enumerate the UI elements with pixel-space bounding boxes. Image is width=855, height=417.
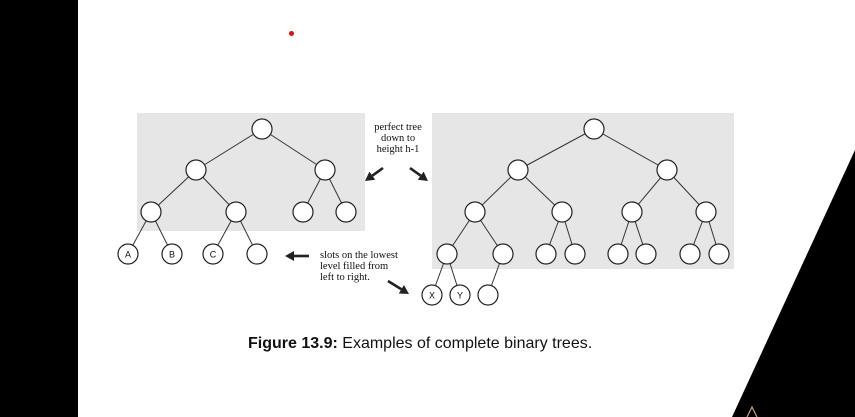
- left-tree-node: [246, 243, 268, 265]
- right-tree-node: [507, 159, 529, 181]
- left-tree-node: [251, 118, 273, 140]
- right-tree-node: [695, 201, 717, 223]
- left-tree-node: [117, 243, 139, 265]
- perfect-tree-note-line-2: down to: [380, 133, 416, 144]
- left-tree-node: [292, 201, 314, 223]
- right-tree-node: [449, 284, 471, 306]
- right-tree-node: [421, 284, 443, 306]
- right-tree-node: [492, 243, 514, 265]
- slanted-band: [732, 150, 855, 417]
- left-tree-node: [202, 243, 224, 265]
- left-tree-edge: [195, 128, 263, 171]
- right-tree-node: [656, 159, 678, 181]
- left-tree-node: [225, 201, 247, 223]
- right-tree-node: [708, 243, 730, 265]
- right-tree-node: [477, 284, 499, 306]
- right-tree-node: [464, 201, 486, 223]
- right-tree-node: [551, 201, 573, 223]
- right-tree-node: [621, 201, 643, 223]
- right-tree-node: [436, 243, 458, 265]
- figure-label: Figure 13.9:: [248, 335, 338, 352]
- perfect-tree-note-line-3: height h-1: [376, 144, 420, 155]
- lowest-level-note: slots on the lowest level filled from le…: [320, 250, 420, 283]
- left-tree-edge: [261, 128, 326, 171]
- band-accent-mark: [746, 405, 758, 417]
- perfect-tree-note-line-1: perfect tree: [374, 122, 422, 133]
- arrow-icon: [365, 166, 384, 181]
- right-tree-node: [635, 243, 657, 265]
- right-tree-edge: [593, 128, 668, 171]
- laser-pointer-dot: [289, 31, 294, 36]
- right-tree-node-label: X: [429, 291, 435, 301]
- right-tree-node: [583, 118, 605, 140]
- right-tree-node: [607, 243, 629, 265]
- left-tree-node-label: A: [125, 250, 131, 260]
- lowest-level-note-line-2: level filled from: [320, 261, 389, 272]
- arrow-icon: [285, 251, 309, 261]
- left-tree-node-label: B: [169, 250, 175, 260]
- figure-title: Examples of complete binary trees.: [342, 335, 593, 352]
- arrow-icon: [387, 279, 409, 294]
- left-tree-node: [335, 201, 357, 223]
- left-tree-node: [314, 159, 336, 181]
- right-tree-node: [679, 243, 701, 265]
- left-tree-node: [140, 201, 162, 223]
- figure-caption: Figure 13.9: Examples of complete binary…: [248, 335, 592, 353]
- left-tree-node-label: C: [210, 250, 217, 260]
- right-perfect-region: [432, 113, 734, 269]
- right-tree-node: [564, 243, 586, 265]
- left-tree-node: [161, 243, 183, 265]
- perfect-tree-note: perfect tree down to height h-1: [366, 122, 430, 155]
- lowest-level-note-line-1: slots on the lowest: [320, 250, 398, 261]
- left-tree-node: [185, 159, 207, 181]
- lowest-level-note-line-3: left to right.: [320, 272, 370, 283]
- right-tree-node: [535, 243, 557, 265]
- right-tree-node-label: Y: [457, 291, 463, 301]
- arrow-icon: [409, 166, 428, 181]
- right-tree-edge: [517, 128, 595, 171]
